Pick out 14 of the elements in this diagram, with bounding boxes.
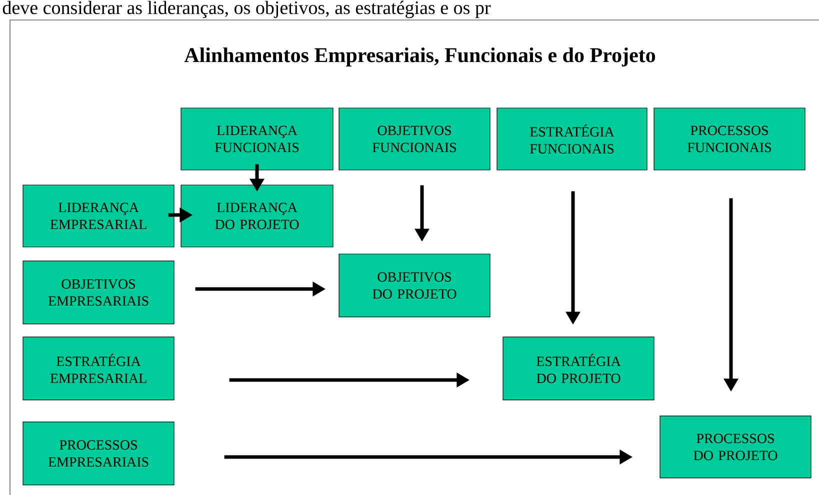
concept-box: LIDERANÇA EMPRESARIAL (22, 184, 174, 248)
concept-box: ESTRATÉGIA DO PROJETO (502, 336, 654, 400)
concept-box: PROCESSOS EMPRESARIAIS (22, 422, 174, 486)
concept-box: LIDERANÇA FUNCIONAIS (180, 108, 334, 170)
concept-box: OBJETIVOS DO PROJETO (338, 254, 490, 318)
concept-box: ESTRATÉGIA FUNCIONAIS (496, 108, 648, 170)
concept-box: OBJETIVOS EMPRESARIAIS (22, 260, 174, 324)
title: Alinhamentos Empresariais, Funcionais e do Projeto (184, 47, 656, 66)
concept-box: PROCESSOS FUNCIONAIS (654, 108, 806, 170)
cut-off-sentence: deve considerar as lideranças, os objetivos, as estratégias e os pr (2, 0, 491, 18)
concept-box: LIDERANÇA DO PROJETO (180, 184, 334, 248)
concept-box: ESTRATÉGIA EMPRESARIAL (22, 336, 174, 400)
concept-box: PROCESSOS DO PROJETO (660, 416, 812, 478)
concept-box: OBJETIVOS FUNCIONAIS (338, 108, 490, 170)
